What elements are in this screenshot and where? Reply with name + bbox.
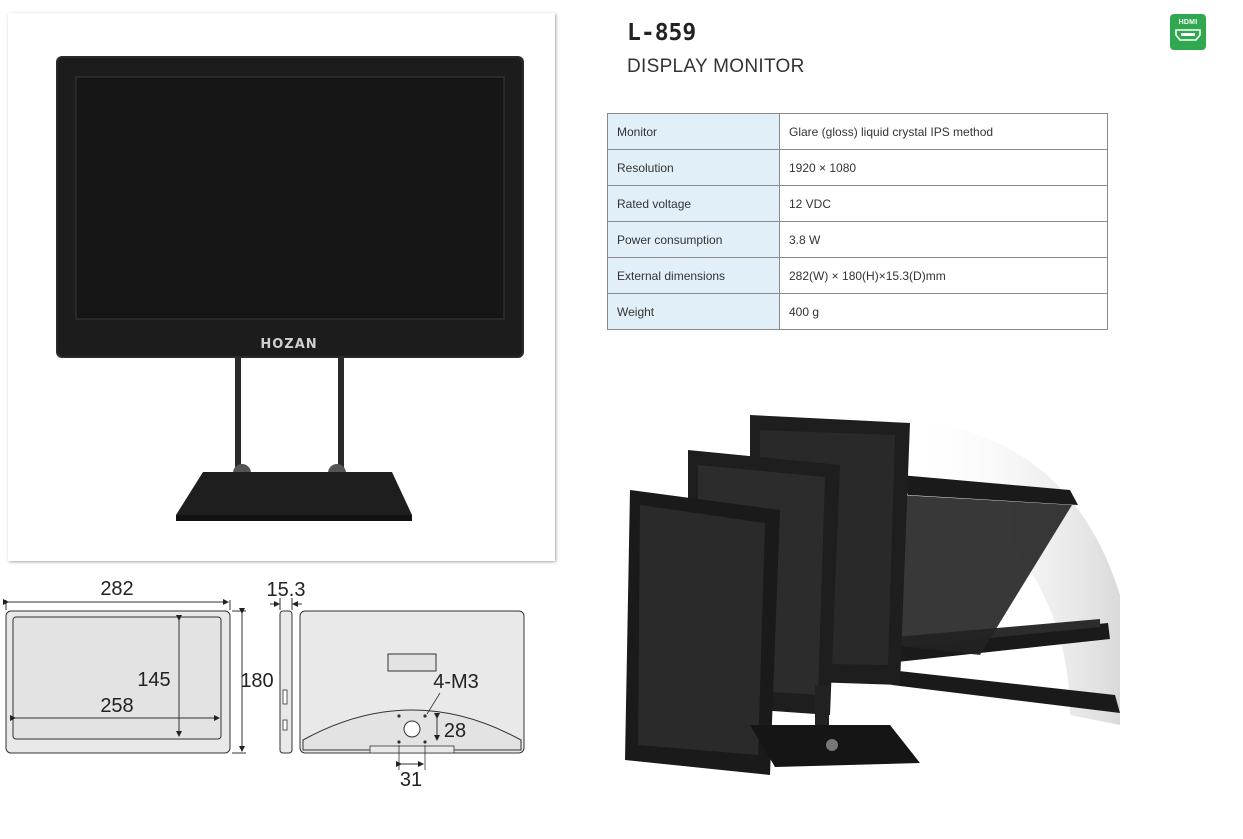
spec-value: 400 g	[779, 293, 1108, 330]
hdmi-badge: HDMI	[1170, 14, 1206, 50]
table-row: Monitor Glare (gloss) liquid crystal IPS…	[607, 113, 1108, 150]
dim-width: 282	[100, 578, 133, 600]
table-row: Weight 400 g	[607, 293, 1108, 330]
spec-table: Monitor Glare (gloss) liquid crystal IPS…	[607, 113, 1108, 330]
spec-label: Monitor	[607, 113, 780, 150]
spec-value: 3.8 W	[779, 221, 1108, 258]
spec-value: 282(W) × 180(H)×15.3(D)mm	[779, 257, 1108, 294]
table-row: Power consumption 3.8 W	[607, 221, 1108, 258]
hdmi-badge-label: HDMI	[1178, 19, 1198, 26]
spec-value: Glare (gloss) liquid crystal IPS method	[779, 113, 1108, 150]
brand-logo: HOZAN	[260, 337, 317, 352]
dim-mount-vertical: 28	[444, 720, 466, 742]
product-name: DISPLAY MONITOR	[627, 56, 805, 77]
spec-label: External dimensions	[607, 257, 780, 294]
spec-value: 12 VDC	[779, 185, 1108, 222]
dim-screen-width: 258	[100, 695, 133, 717]
table-row: External dimensions 282(W) × 180(H)×15.3…	[607, 257, 1108, 294]
hdmi-icon	[1175, 29, 1201, 41]
tilt-angle-illustration	[625, 415, 1120, 775]
dim-mount-horizontal: 31	[400, 769, 422, 791]
dim-screen-height: 145	[137, 669, 170, 691]
spec-value: 1920 × 1080	[779, 149, 1108, 186]
spec-label: Rated voltage	[607, 185, 780, 222]
dim-depth: 15.3	[267, 579, 306, 601]
dimension-drawing: 282 145 258 180 15.3 4-M3 28 31	[3, 578, 525, 791]
table-row: Resolution 1920 × 1080	[607, 149, 1108, 186]
model-number: L-859	[627, 20, 697, 46]
spec-label: Resolution	[607, 149, 780, 186]
spec-label: Power consumption	[607, 221, 780, 258]
dim-mount-screws: 4-M3	[433, 671, 479, 693]
product-photo: HOZAN	[8, 13, 555, 561]
table-row: Rated voltage 12 VDC	[607, 185, 1108, 222]
monitor-on-stand-illustration: HOZAN	[56, 56, 524, 521]
dim-height: 180	[240, 670, 273, 692]
spec-label: Weight	[607, 293, 780, 330]
